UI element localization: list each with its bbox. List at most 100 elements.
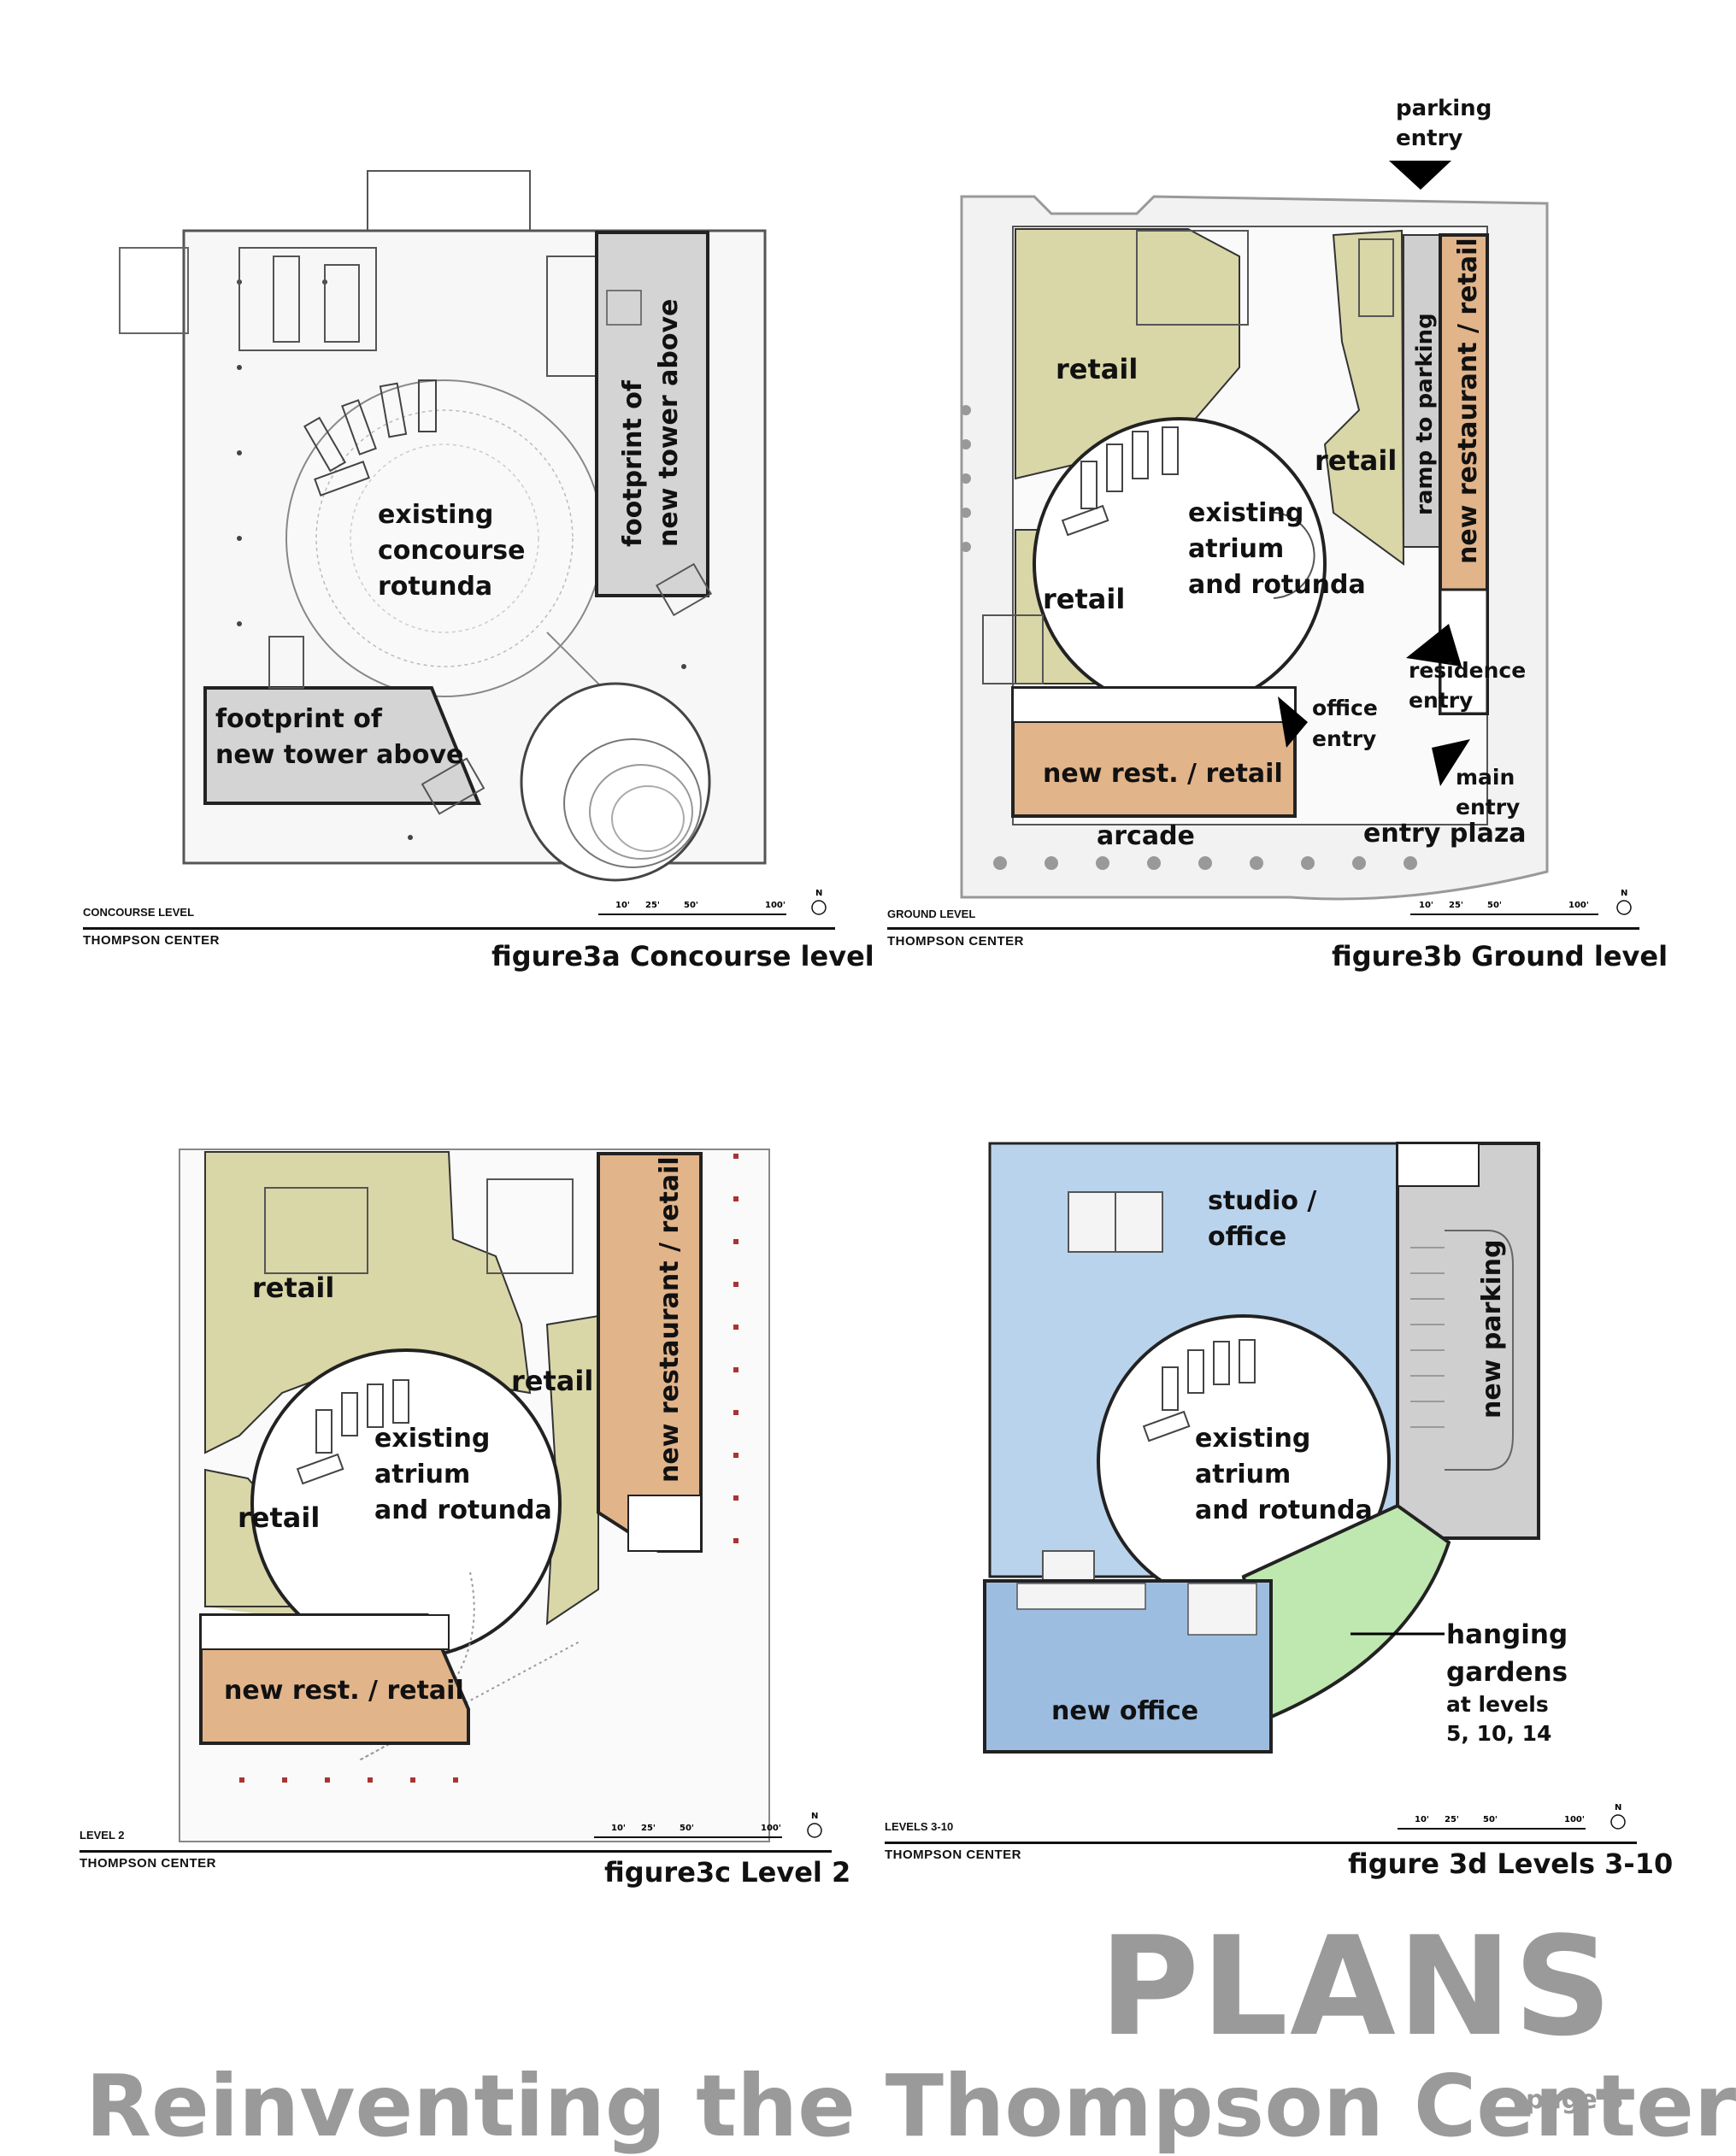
main-entry-line1: main	[1456, 765, 1515, 790]
scale-tick-100: 100'	[765, 901, 786, 910]
retail-e-label: retail	[1315, 444, 1397, 477]
retail-w-label: retail	[238, 1501, 320, 1534]
rotunda-label-line3: and rotunda	[374, 1495, 552, 1525]
retail-area-north	[1015, 228, 1240, 480]
hanging-gardens-line1: hanging	[1446, 1619, 1568, 1650]
new-rest-label: new rest. / retail	[1043, 759, 1283, 789]
retail-area-east	[1323, 229, 1405, 566]
fig3c-level-label: LEVEL 2	[79, 1829, 125, 1842]
rotunda-label-line2: atrium	[374, 1460, 470, 1489]
fig3a-scale-bar: 10' 25' 50' 100' N	[598, 889, 827, 915]
scale-tick-25: 25'	[1449, 901, 1463, 910]
north-label: N	[1621, 889, 1627, 898]
scale-tick-50: 50'	[680, 1824, 694, 1833]
rotunda-label-line1: existing	[374, 1424, 490, 1454]
entry-plaza-label: entry plaza	[1363, 819, 1527, 849]
rotunda-label-line3: and rotunda	[1188, 570, 1366, 600]
fig3d-level-label: LEVELS 3-10	[885, 1820, 954, 1833]
rotunda-label-line1: existing	[1188, 498, 1303, 528]
new-restaurant-retail-right	[597, 1152, 703, 1553]
new-rest-label: new rest. / retail	[224, 1676, 464, 1706]
figure-3a-plan: existing concourse rotunda footprint of …	[119, 170, 767, 882]
new-office-label: new office	[1051, 1696, 1198, 1726]
rotunda-label-line2: atrium	[1188, 534, 1284, 564]
scale-tick-50: 50'	[1487, 901, 1502, 910]
main-entry-line2: entry	[1456, 795, 1520, 820]
scale-tick-25: 25'	[1445, 1815, 1459, 1824]
residence-entry-line2: entry	[1409, 688, 1473, 713]
rotunda-label-line1: existing	[378, 500, 493, 530]
scale-tick-25: 25'	[645, 901, 660, 910]
fig3a-caption: figure3a Concourse level	[491, 940, 874, 972]
figure-3d-panel: studio / office existing atrium and rotu…	[880, 1111, 1675, 1863]
parking-entry-line1: parking	[1396, 96, 1492, 121]
main-entry-arrow-icon	[1432, 739, 1470, 786]
residence-entry-arrow-icon	[1406, 624, 1462, 667]
figure-3c-panel: retail retail retail existing atrium and…	[68, 1111, 855, 1863]
retail-area-east	[545, 1314, 599, 1625]
new-parking-area	[1396, 1142, 1540, 1540]
tower-left-label-line1: footprint of	[215, 704, 383, 734]
parking-entry-line2: entry	[1396, 126, 1462, 151]
fig3d-center-label: THOMPSON CENTER	[885, 1848, 1022, 1862]
figure-3b-plan: parking entry retail retail retail exist…	[960, 96, 1549, 901]
figure-3b-panel: parking entry retail retail retail exist…	[880, 85, 1675, 931]
scale-tick-100: 100'	[1568, 901, 1589, 910]
rotunda-label-line1: existing	[1195, 1424, 1310, 1454]
tower-footprint-right	[595, 231, 709, 597]
hanging-gardens-line2: gardens	[1446, 1657, 1568, 1688]
new-restaurant-label: new restaurant / retail	[1453, 238, 1483, 564]
retail-e-label: retail	[511, 1365, 593, 1397]
amphitheatre	[520, 682, 711, 882]
ground-rotunda	[1033, 417, 1327, 711]
rotunda-label-line2: atrium	[1195, 1460, 1291, 1489]
fig3a-center-label: THOMPSON CENTER	[83, 933, 221, 948]
fig3b-caption: figure3b Ground level	[1332, 940, 1668, 972]
fig3a-level-label: CONCOURSE LEVEL	[83, 906, 195, 919]
residence-entry-line1: residence	[1409, 658, 1526, 683]
fig3b-scale-bar: 10' 25' 50' 100' N	[1410, 889, 1632, 915]
scale-tick-10: 10'	[615, 901, 630, 910]
rotunda-label-line3: and rotunda	[1195, 1495, 1373, 1525]
north-arrow-icon	[1616, 900, 1632, 915]
scale-tick-10: 10'	[1419, 901, 1433, 910]
fig3b-center-label: THOMPSON CENTER	[887, 934, 1025, 949]
office-entry-line2: entry	[1312, 726, 1376, 751]
north-label: N	[1615, 1803, 1621, 1812]
north-arrow-icon	[807, 1823, 822, 1838]
page-number: page 3	[1526, 2085, 1624, 2115]
tower-right-label-line2: new tower above	[654, 299, 684, 547]
report-title: Reinventing the Thompson Center	[85, 2056, 1736, 2156]
scale-tick-50: 50'	[1483, 1815, 1498, 1824]
arcade-label: arcade	[1097, 821, 1195, 851]
fig3c-scale-bar: 10' 25' 50' 100' N	[594, 1812, 822, 1838]
plans-heading: PLANS	[1098, 1906, 1614, 2066]
scale-tick-100: 100'	[761, 1824, 781, 1833]
rotunda-label-line2: concourse	[378, 536, 526, 566]
fig3c-caption: figure3c Level 2	[604, 1856, 851, 1889]
gardens-levels-line1: at levels	[1446, 1692, 1549, 1717]
studio-office-line2: office	[1208, 1222, 1286, 1252]
retail-nw-label: retail	[252, 1272, 334, 1304]
studio-office-line1: studio /	[1208, 1186, 1316, 1216]
ramp-label: ramp to parking	[1412, 313, 1438, 515]
rotunda-label-line3: rotunda	[378, 572, 492, 602]
north-arrow-icon	[811, 900, 827, 915]
fig3d-caption: figure 3d Levels 3-10	[1348, 1848, 1674, 1880]
figure-3c-plan: retail retail retail existing atrium and…	[179, 1148, 770, 1842]
north-label: N	[815, 889, 822, 898]
parking-entry-arrow-icon	[1389, 161, 1451, 190]
figure-3a-panel: existing concourse rotunda footprint of …	[68, 154, 855, 923]
scale-tick-100: 100'	[1564, 1815, 1585, 1824]
scale-tick-25: 25'	[641, 1824, 656, 1833]
ramp-to-parking	[1403, 234, 1443, 548]
scale-tick-50: 50'	[684, 901, 698, 910]
new-parking-label: new parking	[1477, 1240, 1507, 1419]
tower-footprint-left	[203, 686, 481, 805]
hanging-gardens-area	[1241, 1503, 1451, 1720]
north-arrow-icon	[1610, 1814, 1626, 1830]
tower-left-label-line2: new tower above	[215, 740, 463, 770]
scale-tick-10: 10'	[611, 1824, 626, 1833]
office-entry-line1: office	[1312, 696, 1378, 720]
fig3b-level-label: GROUND LEVEL	[887, 908, 976, 920]
